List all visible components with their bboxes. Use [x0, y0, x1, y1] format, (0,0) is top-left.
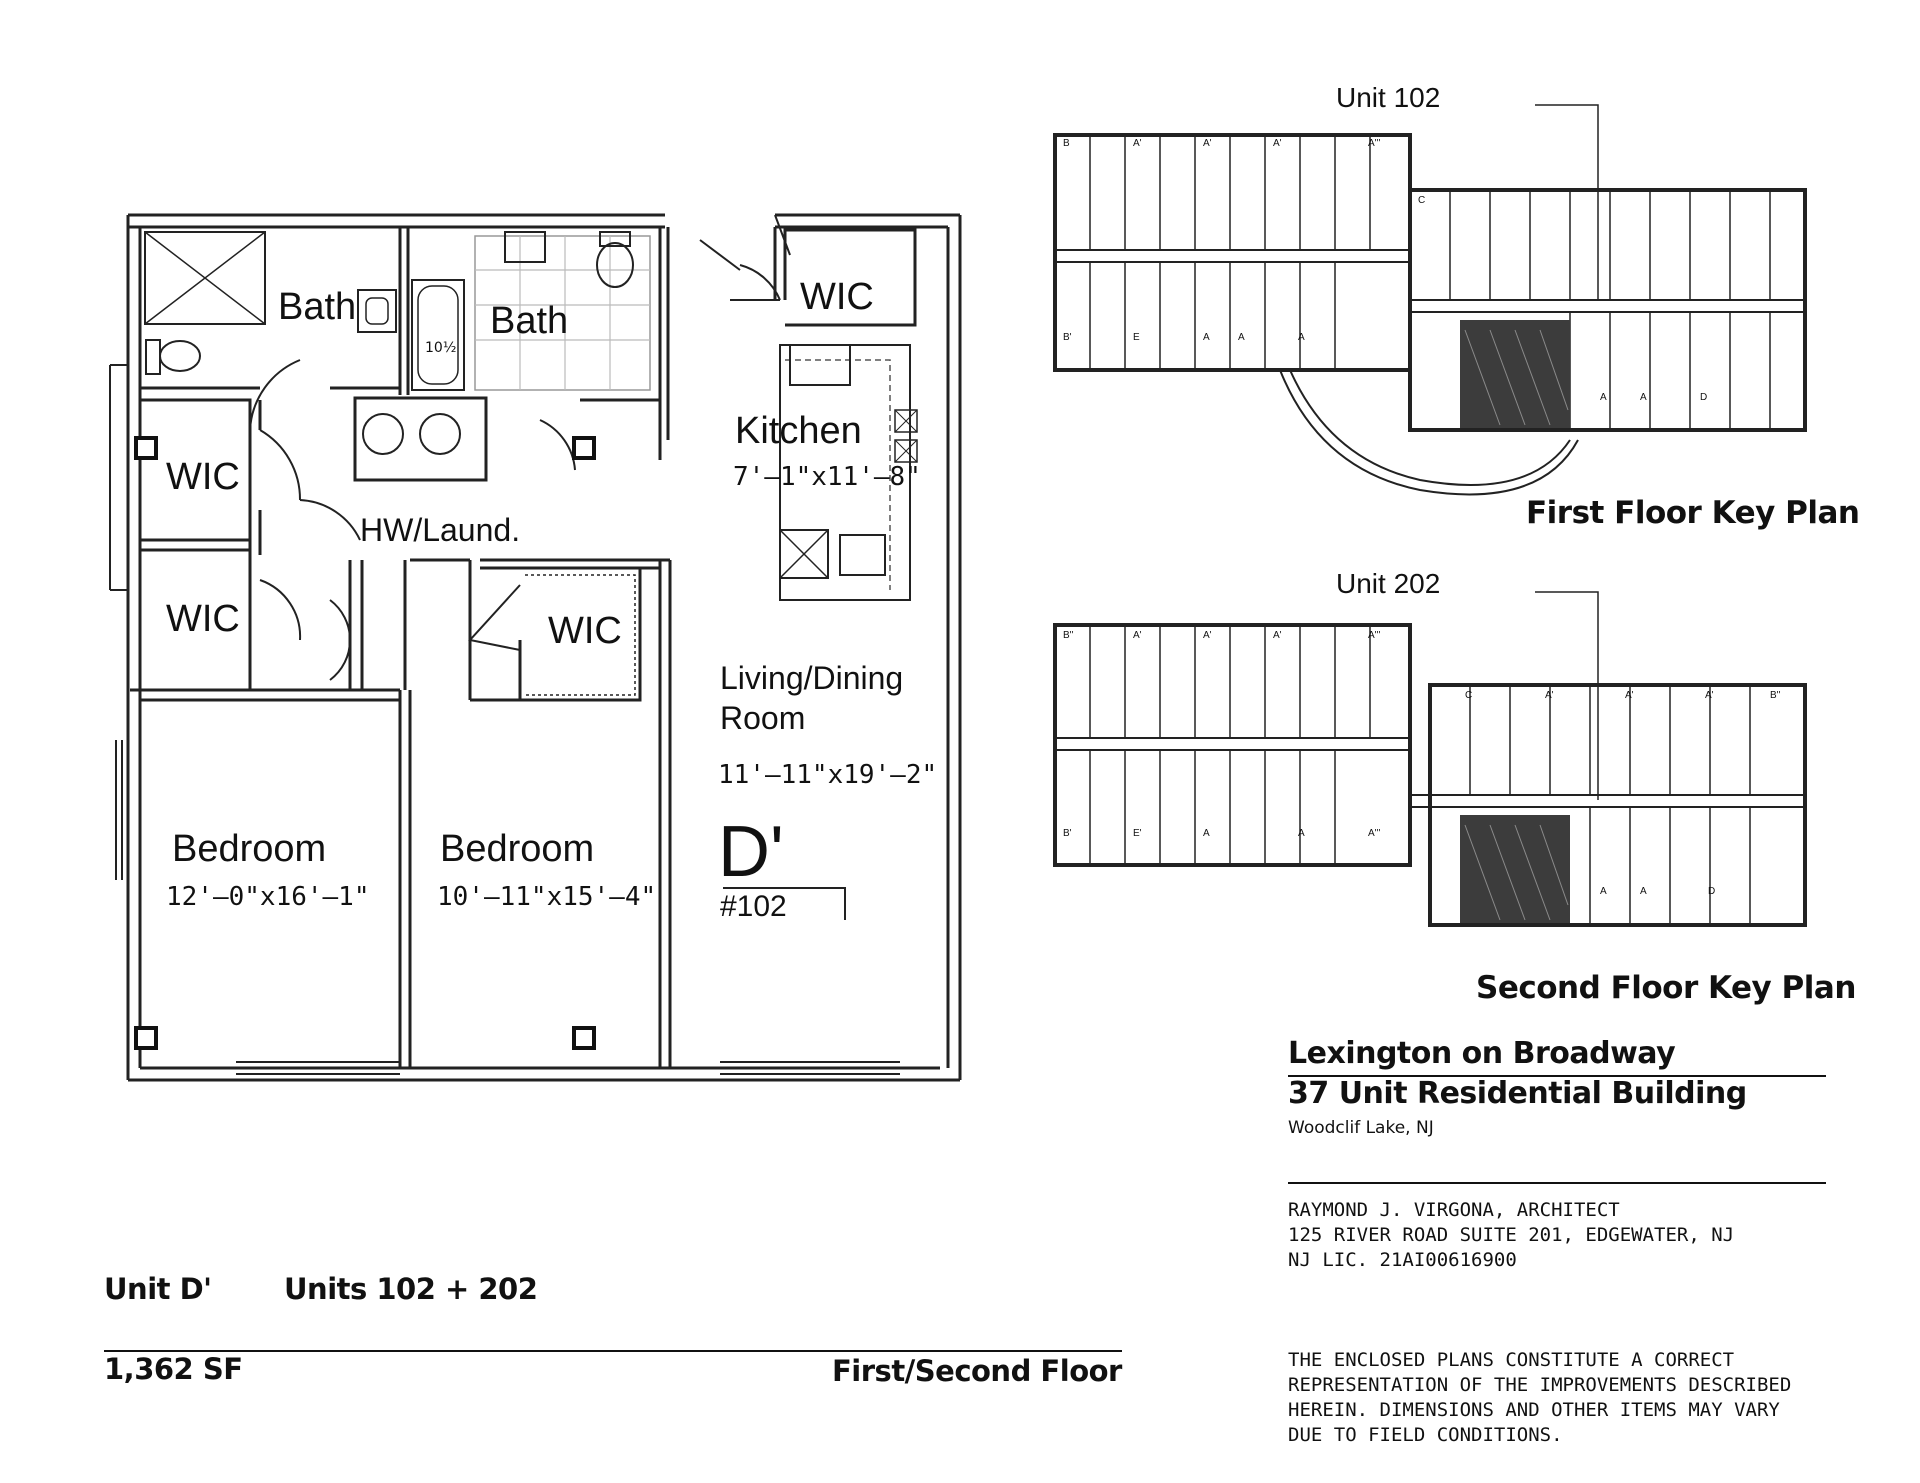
unit-number: #102: [720, 890, 787, 923]
bedroom-1-dimensions: 12'–0"x16'–1": [166, 882, 370, 912]
project-name: Lexington on Broadway: [1288, 1036, 1676, 1071]
unit-area: 1,362 SF: [104, 1352, 243, 1386]
key-plan-type-label: B'': [1063, 630, 1074, 641]
bedroom-2-dimensions: 10'–11"x15'–4": [437, 882, 657, 912]
living-room-label: Room: [720, 700, 806, 736]
key-plan-type-label: A''': [1368, 138, 1381, 149]
key-plan-type-label: E': [1133, 828, 1142, 839]
key-plan-type-label: A''': [1368, 630, 1381, 641]
bedroom-label-2: Bedroom: [440, 828, 595, 870]
key-plan-type-label: A: [1640, 886, 1647, 897]
project-subtitle: 37 Unit Residential Building: [1288, 1076, 1747, 1111]
key-plan-type-label: A': [1705, 690, 1714, 701]
hw-laundry-label: HW/Laund.: [360, 512, 521, 548]
key-plan-type-label: A: [1600, 392, 1607, 403]
disclaimer-line-4: DUE TO FIELD CONDITIONS.: [1288, 1424, 1563, 1446]
wic-label-1: WIC: [166, 456, 240, 498]
unit-numbers: Units 102 + 202: [284, 1272, 538, 1306]
key-plan-type-label: B': [1063, 332, 1072, 343]
unit-floor: First/Second Floor: [832, 1354, 1122, 1388]
title-rule-1: [1288, 1075, 1826, 1077]
key-plan-type-label: A: [1203, 828, 1210, 839]
key-plan-type-label: B: [1063, 138, 1070, 149]
kitchen-label: Kitchen: [735, 410, 862, 452]
living-dining-label: Living/Dining: [720, 660, 904, 696]
key-plan-type-label: B': [1063, 828, 1072, 839]
wic-label-kitchen: WIC: [800, 276, 874, 318]
architect-line-1: RAYMOND J. VIRGONA, ARCHITECT: [1288, 1199, 1620, 1221]
key-plan-type-label: C: [1418, 195, 1426, 206]
disclaimer-line-1: THE ENCLOSED PLANS CONSTITUTE A CORRECT: [1288, 1349, 1735, 1371]
unit-letter: D': [718, 812, 784, 892]
key-plan-type-label: D: [1708, 886, 1716, 897]
disclaimer-line-2: REPRESENTATION OF THE IMPROVEMENTS DESCR…: [1288, 1374, 1792, 1396]
second-floor-unit-callout: Unit 202: [1336, 568, 1441, 599]
kitchen-dimensions: 7'–1"x11'–8": [733, 462, 921, 492]
key-plan-type-label: A: [1298, 332, 1305, 343]
key-plan-type-label: A: [1203, 332, 1210, 343]
key-plan-type-label: A': [1545, 690, 1554, 701]
title-rule-2: [1288, 1182, 1826, 1184]
wic-label-3: WIC: [548, 610, 622, 652]
key-plan-type-label: D: [1700, 392, 1708, 403]
key-plan-type-label: A': [1273, 630, 1282, 641]
bath-label-1: Bath: [278, 286, 357, 328]
bedroom-label-1: Bedroom: [172, 828, 327, 870]
project-location: Woodclif Lake, NJ: [1288, 1118, 1434, 1138]
key-plan-type-label: A: [1640, 392, 1647, 403]
key-plan-type-label: A: [1600, 886, 1607, 897]
key-plan-type-label: A': [1625, 690, 1634, 701]
wic-label-2: WIC: [166, 598, 240, 640]
key-plan-type-label: E: [1133, 332, 1140, 343]
key-plan-type-label: A': [1203, 138, 1212, 149]
disclaimer-line-3: HEREIN. DIMENSIONS AND OTHER ITEMS MAY V…: [1288, 1399, 1780, 1421]
unit-name: Unit D': [104, 1272, 212, 1306]
unit-info-rule: [104, 1350, 1122, 1352]
key-plan-type-label: C: [1465, 690, 1473, 701]
key-plan-type-label: A: [1298, 828, 1305, 839]
first-floor-key-plan-title: First Floor Key Plan: [1526, 495, 1860, 531]
first-floor-unit-callout: Unit 102: [1336, 82, 1441, 113]
second-floor-key-plan-title: Second Floor Key Plan: [1476, 970, 1856, 1006]
key-plan-type-label: B'': [1770, 690, 1781, 701]
key-plan-type-label: A': [1133, 138, 1142, 149]
bath-label-2: Bath: [490, 300, 569, 342]
key-plan-type-label: A': [1133, 630, 1142, 641]
key-plan-type-label: A''': [1368, 828, 1381, 839]
tub-mark: 10½: [425, 340, 457, 356]
key-plan-type-label: A': [1273, 138, 1282, 149]
architect-line-2: 125 RIVER ROAD SUITE 201, EDGEWATER, NJ: [1288, 1224, 1735, 1246]
key-plan-type-label: A: [1238, 332, 1245, 343]
living-dimensions: 11'–11"x19'–2": [718, 760, 938, 790]
architect-line-3: NJ LIC. 21AI00616900: [1288, 1249, 1517, 1271]
key-plan-type-label: A': [1203, 630, 1212, 641]
